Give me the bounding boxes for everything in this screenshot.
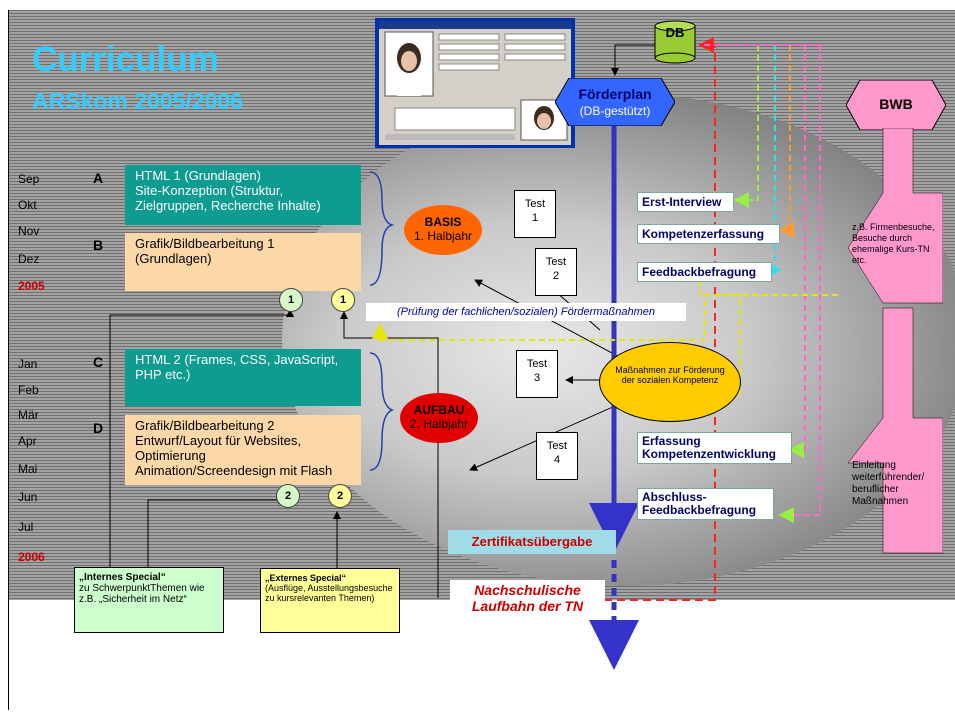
month-jun: Jun <box>18 490 38 504</box>
year-2005: 2005 <box>18 279 45 293</box>
month-dez: Dez <box>18 252 40 266</box>
foerderplan-sub: (DB-gestützt) <box>579 104 651 118</box>
section-letter-d: D <box>93 420 104 436</box>
month-feb: Feb <box>18 383 39 397</box>
abschluss-feedback-box: Abschluss-Feedbackbefragung <box>637 488 774 520</box>
basis-oval: BASIS 1. Halbjahr <box>404 205 482 255</box>
connector-line <box>147 496 286 570</box>
feedback-line <box>788 45 806 458</box>
basis-title: BASIS <box>424 215 462 229</box>
massnahmen-oval: Maßnahmen zur Förderung der sozialen Kom… <box>599 342 741 422</box>
foerderplan-title: Förderplan <box>578 86 652 102</box>
internes-title: „Internes Special“ <box>79 572 166 583</box>
aufbau-title: AUFBAU <box>413 403 465 417</box>
pink-top-text: z.B. Firmenbesuche, Besuche durch ehemal… <box>852 222 935 265</box>
module-b-line: (Grundlagen) <box>135 251 212 266</box>
aufbau-oval: AUFBAU 2. Halbjahr <box>400 393 478 443</box>
test-label: Test <box>524 198 546 210</box>
module-a-line: Site-Konzeption (Struktur, <box>135 183 284 198</box>
nachschulisch-line: Nachschulische <box>474 582 581 598</box>
module-a-line: Zielgruppen, Recherche Inhalte) <box>135 198 321 213</box>
feedback-line <box>604 37 716 601</box>
feedback-line <box>733 45 759 208</box>
badge-internes-2: 2 <box>276 484 300 508</box>
feedbackbefragung-box: Feedbackbefragung <box>637 262 772 282</box>
connector-line <box>340 311 439 598</box>
feedback-line <box>766 45 782 278</box>
internes-text: zu SchwerpunktThemen wie z.B. „Sicherhei… <box>79 583 205 605</box>
kompetenzerfassung-box: Kompetenzerfassung <box>637 224 780 244</box>
module-a-box: HTML 1 (Grundlagen) Site-Konzeption (Str… <box>125 165 361 225</box>
badge-internes-1: 1 <box>279 288 303 312</box>
brace-aufbau <box>369 352 395 471</box>
massnahmen-label: Maßnahmen zur Förderung der sozialen Kom… <box>615 365 725 385</box>
subtitle: ARSkom 2005/2006 <box>32 88 243 114</box>
externes-title: „Externes Special“ <box>265 573 347 583</box>
erfassung-kompetenzentwicklung-box: Erfassung Kompetenzentwicklung <box>637 432 792 464</box>
test-label: Test <box>545 256 567 268</box>
month-nov: Nov <box>18 224 40 238</box>
brace-basis <box>369 171 395 286</box>
test-document: Test 3 <box>516 350 558 398</box>
module-c-line: HTML 2 (Frames, CSS, JavaScript, <box>135 352 339 367</box>
left-border <box>8 10 9 710</box>
month-maer: Mär <box>18 408 39 422</box>
module-d-line: Optimierung <box>135 448 206 463</box>
section-letter-a: A <box>93 170 104 186</box>
section-letter-b: B <box>93 237 104 253</box>
test-document: Test 1 <box>514 190 556 238</box>
externes-special-note: „Externes Special“ (Ausflüge, Ausstellun… <box>260 568 400 633</box>
month-okt: Okt <box>18 198 37 212</box>
title: Curriculum <box>32 40 219 79</box>
nachschulisch-box: Nachschulische Laufbahn der TN <box>450 580 605 616</box>
module-d-line: Entwurf/Layout für Websites, <box>135 433 301 448</box>
module-d-line: Animation/Screendesign mit Flash <box>135 463 333 478</box>
test-number: 1 <box>531 212 539 224</box>
module-a-line: HTML 1 (Grundlagen) <box>135 168 261 183</box>
connector-line <box>109 309 294 570</box>
module-b-box: Grafik/Bildbearbeitung 1 (Grundlagen) <box>125 233 361 291</box>
aufbau-sub: 2. Halbjahr <box>409 417 469 431</box>
test-number: 4 <box>553 454 561 466</box>
test-document: Test 4 <box>536 432 578 480</box>
feedback-line <box>778 45 794 238</box>
bwb-label: BWB <box>879 96 913 112</box>
pink-bottom-text: Einleitung weiterführender/ beruflicher … <box>852 460 925 507</box>
test-number: 3 <box>533 372 541 384</box>
section-letter-c: C <box>93 354 104 370</box>
erst-interview-box: Erst-Interview <box>637 192 734 212</box>
internes-special-note: „Internes Special“ zu SchwerpunktThemen … <box>74 567 224 633</box>
test-label: Test <box>546 440 568 452</box>
test-document: Test 2 <box>535 248 577 296</box>
feedback-line <box>372 294 741 395</box>
test-number: 2 <box>552 270 560 282</box>
month-sep: Sep <box>18 172 40 186</box>
externes-text: (Ausflüge, Ausstellungsbesuche zu kursre… <box>265 583 393 603</box>
pruefung-label: (Prüfung der fachlichen/sozialen) Förder… <box>366 303 686 321</box>
module-d-box: Grafik/Bildbearbeitung 2 Entwurf/Layout … <box>125 415 361 485</box>
badge-externes-1: 1 <box>331 288 355 312</box>
month-mai: Mai <box>18 462 38 476</box>
month-apr: Apr <box>18 434 37 448</box>
module-b-line: Grafik/Bildbearbeitung 1 <box>135 236 275 251</box>
basis-sub: 1. Halbjahr <box>413 229 473 243</box>
bwb-hexagon <box>845 79 947 131</box>
year-2006: 2006 <box>18 550 45 564</box>
database-icon <box>654 20 696 64</box>
db-label: DB <box>665 25 685 40</box>
test-label: Test <box>526 358 548 370</box>
module-c-line: PHP etc.) <box>135 367 191 382</box>
month-jul: Jul <box>18 520 34 534</box>
zertifikat-box: Zertifikatsübergabe <box>448 530 616 554</box>
software-screenshot-image <box>375 18 575 148</box>
feedback-line <box>778 45 821 523</box>
nachschulisch-line: Laufbahn der TN <box>471 598 584 614</box>
module-d-line: Grafik/Bildbearbeitung 2 <box>135 418 275 433</box>
module-c-box: HTML 2 (Frames, CSS, JavaScript, PHP etc… <box>125 349 361 406</box>
month-jan: Jan <box>18 357 38 371</box>
badge-externes-2: 2 <box>328 484 352 508</box>
foerderplan-hexagon <box>554 77 676 127</box>
